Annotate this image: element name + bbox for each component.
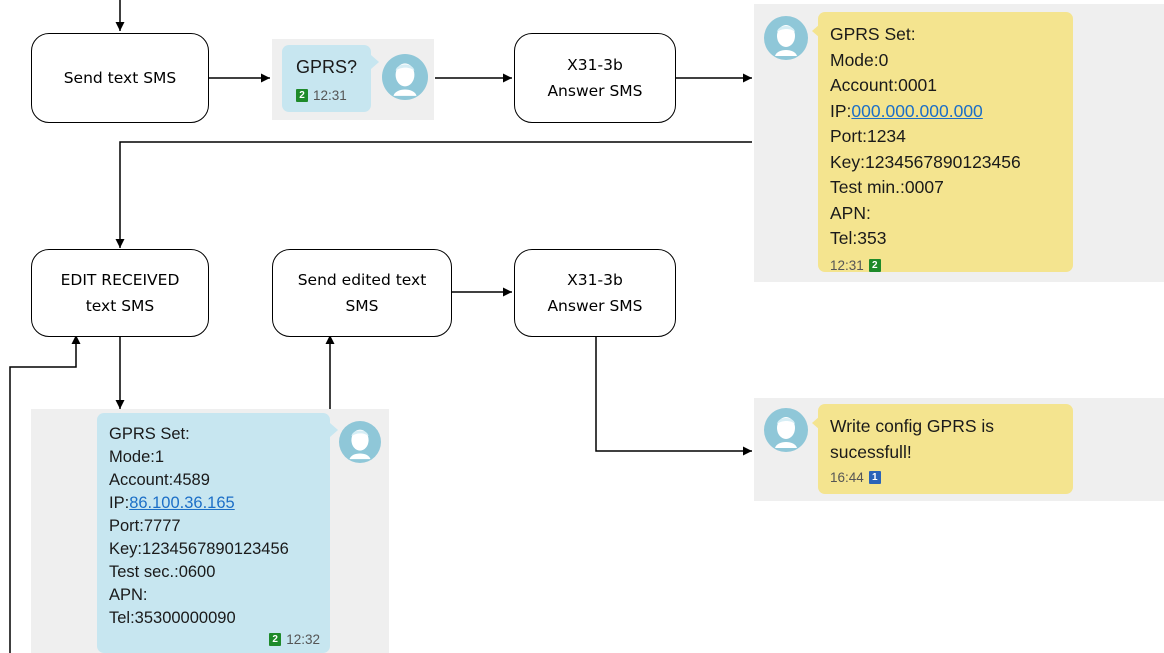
confirmation-time: 16:44	[830, 470, 864, 485]
edited-line: Key:1234567890123456	[109, 540, 289, 558]
reply-line: Key:1234567890123456	[830, 151, 1021, 172]
reply-sms-panel: GPRS Set: Mode:0 Account:0001 IP:000.000…	[754, 4, 1164, 282]
edited-ip-line: IP:86.100.36.165	[109, 492, 330, 515]
query-meta: 2 12:31	[296, 88, 371, 103]
edited-bubble: GPRS Set: Mode:1 Account:4589 IP:86.100.…	[97, 413, 330, 653]
avatar-icon	[764, 408, 808, 452]
ip-prefix: IP:	[109, 494, 130, 512]
reply-line: GPRS Set:	[830, 24, 916, 44]
reply-meta: 12:31 2	[830, 258, 1073, 273]
reply-bubble-tail	[812, 24, 820, 38]
sim-badge: 2	[269, 633, 282, 646]
reply-time: 12:31	[830, 257, 864, 273]
send-edited-sms-node: Send edited text SMS	[272, 249, 452, 337]
query-sms-panel: GPRS? 2 12:31	[272, 39, 434, 120]
arrow-answer-to-confirmation	[595, 337, 752, 456]
reply-line: Mode:0	[830, 49, 889, 70]
reply-line: Tel:353	[830, 228, 887, 248]
reply-line: APN:	[830, 202, 871, 223]
confirmation-line: Write config GPRS is	[830, 416, 995, 436]
confirmation-bubble-tail	[812, 416, 820, 430]
query-text: GPRS?	[296, 57, 358, 77]
edited-line: Test sec.:0600	[109, 563, 216, 581]
query-bubble-tail	[371, 55, 379, 69]
edited-bubble-tail	[330, 423, 338, 437]
sim-badge: 2	[868, 258, 881, 272]
sim-badge: 1	[868, 471, 881, 484]
avatar-icon	[382, 54, 428, 100]
reply-line: Account:0001	[830, 75, 938, 95]
edited-line: Account:4589	[109, 471, 210, 489]
answer-sms-node-1: X31-3b Answer SMS	[514, 33, 676, 123]
edited-time: 12:32	[286, 632, 320, 647]
query-time: 12:31	[313, 87, 347, 103]
sim-badge: 2	[296, 88, 308, 102]
confirmation-sms-panel: Write config GPRS is sucessfull! 16:44 1	[754, 398, 1164, 501]
edited-line: APN:	[109, 586, 148, 604]
answer-sms-node-2: X31-3b Answer SMS	[514, 249, 676, 337]
edited-line: GPRS Set:	[109, 425, 190, 443]
ip-link[interactable]: 86.100.36.165	[129, 494, 235, 512]
reply-line: Test min.:0007	[830, 177, 944, 197]
edited-sms-panel: GPRS Set: Mode:1 Account:4589 IP:86.100.…	[31, 409, 389, 653]
edited-line: Tel:35300000090	[109, 609, 236, 627]
avatar-icon	[764, 16, 808, 60]
reply-ip-line: IP:000.000.000.000	[830, 99, 1073, 125]
edit-received-sms-node: EDIT RECEIVED text SMS	[31, 249, 209, 337]
edited-meta: 2 12:32	[109, 632, 330, 647]
confirmation-bubble: Write config GPRS is sucessfull! 16:44 1	[818, 404, 1073, 494]
arrow-loop-back	[9, 335, 81, 653]
edited-line: Port:7777	[109, 517, 181, 535]
send-text-sms-node: Send text SMS	[31, 33, 209, 123]
ip-prefix: IP:	[830, 100, 852, 121]
ip-link[interactable]: 000.000.000.000	[851, 100, 983, 121]
reply-bubble: GPRS Set: Mode:0 Account:0001 IP:000.000…	[818, 12, 1073, 273]
reply-line: Port:1234	[830, 126, 906, 146]
edited-line: Mode:1	[109, 448, 165, 466]
confirmation-line: sucessfull!	[830, 441, 912, 462]
arrow-reply-to-edit	[115, 141, 752, 248]
confirmation-meta: 16:44 1	[830, 470, 1073, 485]
avatar-icon	[339, 421, 381, 463]
query-bubble: GPRS? 2 12:31	[282, 45, 371, 112]
